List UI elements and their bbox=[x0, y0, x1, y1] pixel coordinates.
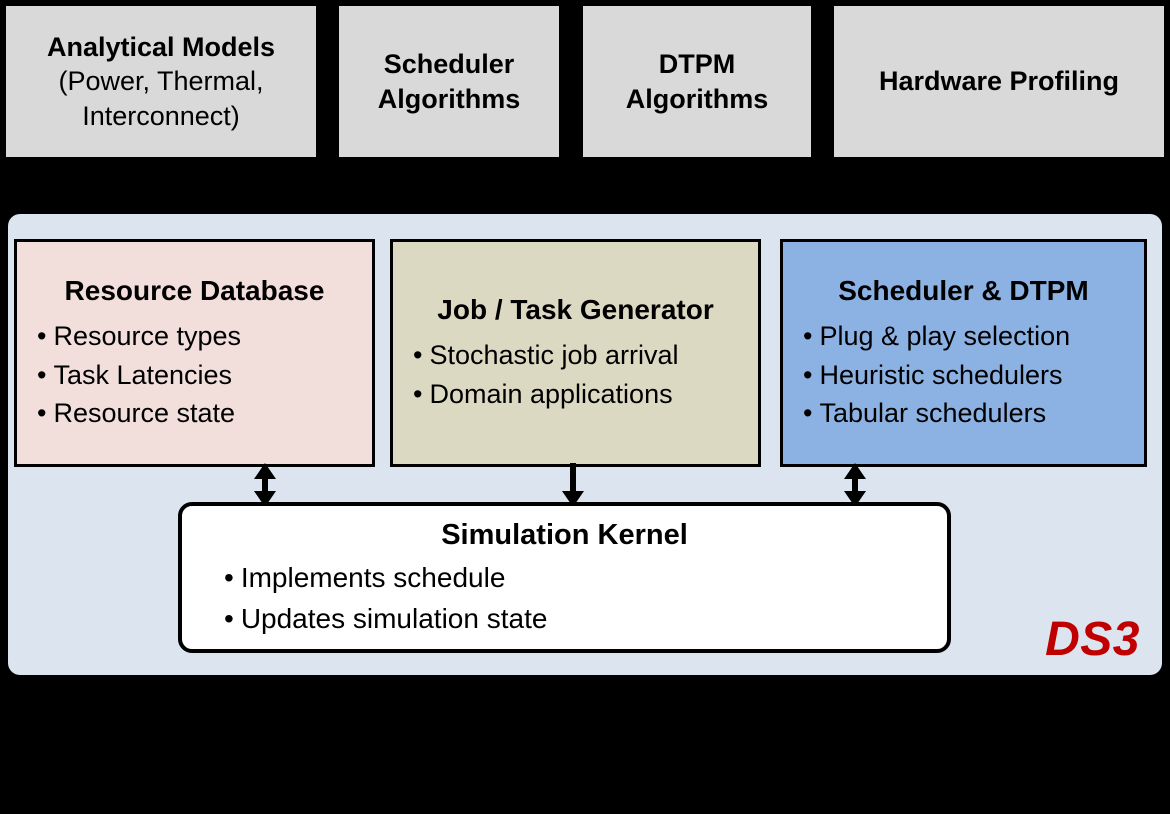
ds3-framework-container: Resource Database Resource types Task La… bbox=[8, 214, 1162, 675]
analytical-models-title: Analytical Models bbox=[46, 32, 276, 63]
list-item: Implements schedule bbox=[224, 558, 947, 599]
component-resource-database: Resource Database Resource types Task La… bbox=[14, 239, 375, 467]
input-box-hardware-profiling: Hardware Profiling bbox=[833, 5, 1165, 158]
hardware-profiling-title: Hardware Profiling bbox=[878, 66, 1120, 97]
list-item: Tabular schedulers bbox=[803, 394, 1144, 432]
job-task-generator-bullets: Stochastic job arrival Domain applicatio… bbox=[393, 336, 758, 413]
list-item: Plug & play selection bbox=[803, 317, 1144, 355]
connector-scheduler-dtpm-to-kernel-icon bbox=[844, 463, 866, 507]
scheduler-dtpm-title: Scheduler & DTPM bbox=[838, 274, 1089, 306]
list-item: Task Latencies bbox=[37, 356, 372, 394]
list-item: Updates simulation state bbox=[224, 599, 947, 640]
dtpm-algorithms-title-line-2: Algorithms bbox=[625, 83, 769, 114]
simulation-kernel-bullets: Implements schedule Updates simulation s… bbox=[182, 558, 947, 639]
list-item: Domain applications bbox=[413, 375, 758, 413]
analytical-models-subline-2: Interconnect) bbox=[82, 100, 240, 131]
scheduler-dtpm-bullets: Plug & play selection Heuristic schedule… bbox=[783, 317, 1144, 432]
list-item: Heuristic schedulers bbox=[803, 356, 1144, 394]
list-item: Stochastic job arrival bbox=[413, 336, 758, 374]
input-box-dtpm-algorithms: DTPM Algorithms bbox=[582, 5, 812, 158]
scheduler-algorithms-title-line-2: Algorithms bbox=[377, 83, 521, 114]
dtpm-algorithms-title-line-1: DTPM bbox=[658, 49, 736, 80]
job-task-generator-title: Job / Task Generator bbox=[437, 293, 714, 325]
resource-database-bullets: Resource types Task Latencies Resource s… bbox=[17, 317, 372, 432]
component-scheduler-dtpm: Scheduler & DTPM Plug & play selection H… bbox=[780, 239, 1147, 467]
connector-job-generator-to-kernel-icon bbox=[562, 463, 584, 507]
analytical-models-subline-1: (Power, Thermal, bbox=[58, 66, 264, 97]
list-item: Resource state bbox=[37, 394, 372, 432]
list-item: Resource types bbox=[37, 317, 372, 355]
connector-resource-db-to-kernel-icon bbox=[254, 463, 276, 507]
resource-database-title: Resource Database bbox=[64, 274, 325, 306]
component-simulation-kernel: Simulation Kernel Implements schedule Up… bbox=[178, 502, 951, 653]
input-box-scheduler-algorithms: Scheduler Algorithms bbox=[338, 5, 560, 158]
ds3-framework-label: DS3 bbox=[1045, 613, 1140, 666]
component-job-task-generator: Job / Task Generator Stochastic job arri… bbox=[390, 239, 761, 467]
input-box-analytical-models: Analytical Models (Power, Thermal, Inter… bbox=[5, 5, 317, 158]
scheduler-algorithms-title-line-1: Scheduler bbox=[383, 49, 515, 80]
simulation-kernel-title: Simulation Kernel bbox=[441, 518, 688, 551]
